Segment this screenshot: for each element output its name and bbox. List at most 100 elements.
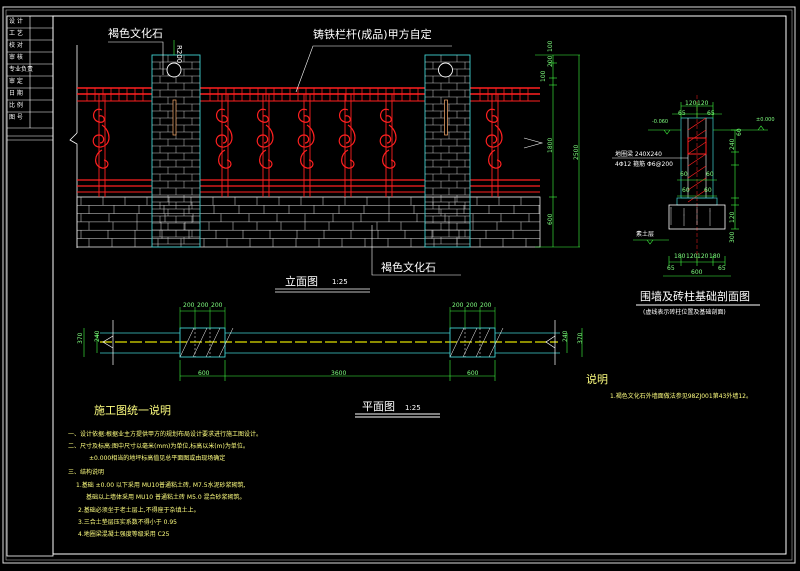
baluster-scroll (256, 108, 274, 169)
baluster-scroll (338, 108, 356, 169)
pier-cap-circle (166, 62, 182, 78)
concrete-dot (696, 219, 698, 221)
plan-pier-hatch (218, 327, 234, 358)
concrete-dot (670, 219, 672, 221)
section-top-dim-2: 120 (697, 100, 709, 107)
title-block-row-label: 审 定 (9, 78, 23, 85)
concrete-dot (696, 223, 698, 225)
soil-label: 素土层 (636, 231, 655, 238)
plan-pier-hatch (205, 327, 221, 358)
bottom-dim-2: 120 (686, 253, 698, 260)
concrete-dot (683, 210, 685, 212)
column-hatch (687, 165, 707, 179)
dim-top-b: 200 (547, 55, 554, 67)
plan-top-right-dim-3: 200 (480, 302, 492, 309)
baluster-scroll (485, 108, 503, 169)
general-note-line: 一、设计依据:根据业主方提供甲方的规划布局设计要求进行施工图设计。 (68, 431, 263, 438)
column-hatch (687, 129, 707, 143)
title-block-row-label: 比 例 (9, 102, 23, 109)
plan-top-right-dim-2: 200 (466, 302, 478, 309)
concrete-dot (696, 211, 698, 213)
general-note-line: 1.基础 ±0.00 以下采用 MU10普通粘土砖, M7.5水泥砂浆砌筑, (76, 482, 246, 489)
section-top-offset-1: 65 (678, 110, 686, 117)
level-left: -0.060 (652, 119, 669, 125)
plan-pier (449, 327, 496, 358)
concrete-dot (683, 218, 685, 220)
plan-scale: 1:25 (405, 404, 421, 412)
leader-arrow (523, 137, 544, 149)
title-block-row-label: 校 对 (9, 42, 23, 49)
plan-pier-hatch (179, 327, 195, 358)
plan-left-inner: 240 (94, 330, 101, 342)
general-notes-heading: 施工图统一说明 (94, 404, 171, 417)
brick-pier (151, 54, 201, 248)
general-note-line: 基础以上墙体采用 MU10 普通粘土砖 M5.0 混合砂浆砌筑。 (86, 494, 246, 501)
drawing-border (52, 15, 787, 555)
beam-label: 地圈梁 240X240 (615, 151, 662, 158)
rebar-label: 4Φ12 箍筋 Φ6@200 (615, 161, 673, 168)
concrete-dot (696, 217, 698, 219)
title-block-row-label: 图 号 (9, 114, 23, 121)
side-dim-3: 60 (682, 187, 690, 194)
baluster-scroll (379, 108, 397, 169)
concrete-dot (696, 209, 698, 211)
elevation-scale: 1:25 (332, 278, 348, 286)
plan-top-dim-1: 200 (183, 302, 195, 309)
dim-total: 2500 (573, 144, 580, 160)
dim-mid: 1800 (547, 137, 554, 153)
side-dim-1: 60 (680, 171, 688, 178)
concrete-dot (683, 208, 685, 210)
elevation-title: 立面图 (285, 275, 318, 288)
plan-pier-hatch (192, 327, 208, 358)
concrete-dot (670, 211, 672, 213)
plan-top-dim-2: 200 (197, 302, 209, 309)
plan-pier-hatch (462, 327, 478, 358)
level-right: ±0.000 (756, 117, 775, 123)
section-top-dim-1: 120 (685, 100, 697, 107)
leader-stone-bottom (371, 225, 461, 276)
label-railing: 铸铁栏杆(成品)甲方自定 (313, 28, 432, 41)
brick-pier (424, 54, 471, 248)
pier-plaque (444, 99, 448, 136)
side-dim-2: 60 (706, 171, 714, 178)
plan-pier-hatch (488, 327, 504, 358)
title-block-row-label: 工 艺 (9, 30, 23, 37)
plan-drawing (83, 307, 583, 418)
plan-top-right-dim-1: 200 (452, 302, 464, 309)
plan-right-outer: 370 (577, 332, 584, 344)
plan-break-symbol (102, 335, 114, 349)
plan-pier-hatch (449, 327, 465, 358)
bottom-offset-1: 65 (667, 265, 675, 272)
section-top-offset-2: 65 (707, 110, 715, 117)
soil-mark (646, 239, 654, 245)
plan-title: 平面图 (362, 400, 395, 413)
plan-top-dim-3: 200 (211, 302, 223, 309)
notes-item-1: 1.褐色文化石外墙面做法参见98ZJ001第43外墙12。 (610, 393, 752, 400)
concrete-dot (709, 208, 711, 210)
general-note-line: ±0.000相当的地坪标高值见总平面图或由现场确定 (89, 455, 226, 462)
concrete-dot (696, 207, 698, 209)
title-block (6, 15, 54, 557)
column-hatch (687, 141, 707, 155)
label-stone-bottom: 褐色文化石 (381, 261, 436, 274)
concrete-dot (670, 223, 672, 225)
label-stone-top: 褐色文化石 (108, 27, 163, 40)
bottom-dim-3: 120 (697, 253, 709, 260)
general-note-line: 二、尺寸及标高:图中尺寸以毫米(mm)为单位,标高以米(m)为单位。 (68, 443, 249, 450)
break-symbol (69, 132, 78, 152)
elevation-drawing (69, 40, 580, 293)
concrete-dot (709, 214, 711, 216)
outer-frame-inner (5, 9, 793, 561)
right-dim-1: 240 (729, 138, 736, 150)
concrete-dot (709, 220, 711, 222)
concrete-dot (670, 209, 672, 211)
concrete-dot (683, 220, 685, 222)
concrete-dot (709, 222, 711, 224)
plan-break-symbol (545, 335, 556, 349)
plan-pier-hatch (475, 327, 491, 358)
concrete-dot (683, 216, 685, 218)
section-title: 围墙及砖柱基础剖面图 (640, 290, 750, 303)
radius-label: R200 (175, 45, 183, 64)
plan-left-outer: 370 (77, 332, 84, 344)
pier-cap-circle (438, 62, 453, 78)
